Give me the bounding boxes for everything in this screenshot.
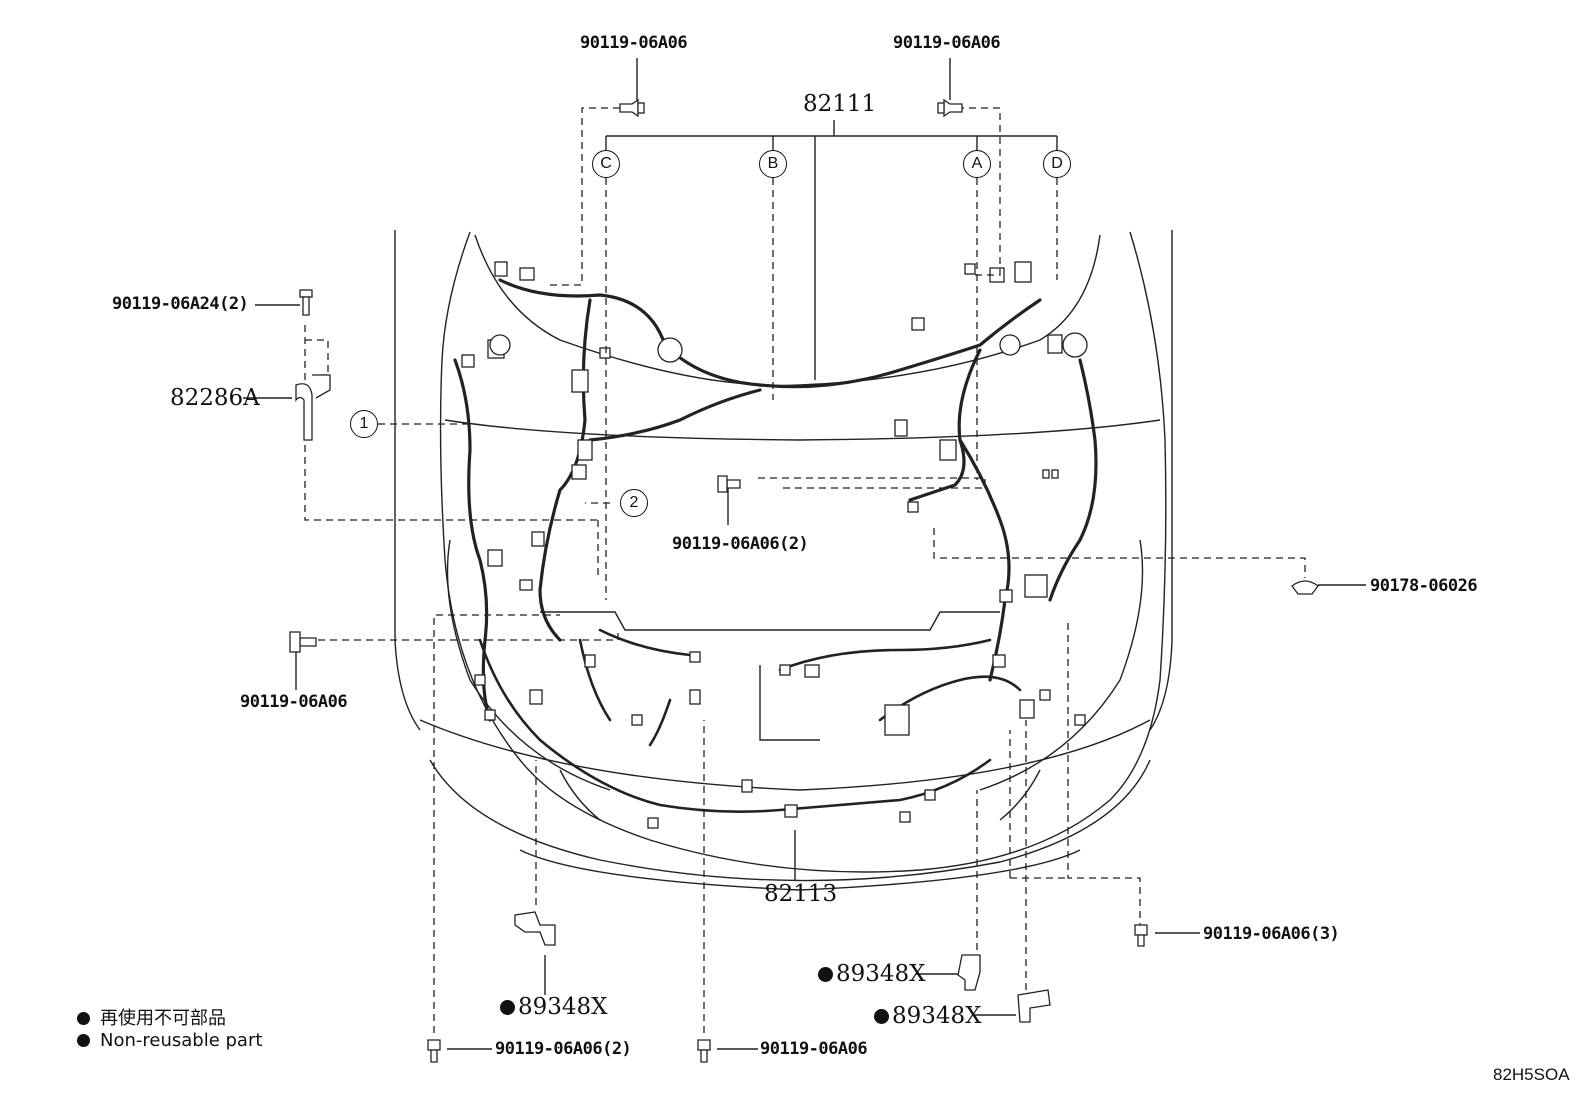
hood-inner [474,234,1101,387]
number-callout-1: 1 [350,410,378,438]
harness-right-outer [1048,358,1098,602]
harness-left-outer [453,358,492,722]
bolt-bottom-left-icon [427,1039,441,1063]
clamp-icon [295,374,331,441]
label-bracket-right-lower: 89348X [874,1003,982,1029]
intake-box [759,665,820,741]
bolt-left-upper-icon [299,289,313,316]
label-bolt-left-lower: 90119-06A06 [240,692,348,712]
diagram-code: 82H5SOA [1493,1065,1570,1084]
harness-right-down [957,348,1011,682]
number-callout-2: 2 [620,489,648,517]
grille-right [999,769,1041,821]
label-bracket-left: 89348X [500,994,608,1020]
hood-outer [439,231,1167,873]
label-bolt-top-right: 90119-06A06 [893,33,1001,53]
harness-front-branch-1 [578,638,612,722]
label-bolt-right-lower: 90119-06A06(3) [1203,924,1340,944]
fender-left-line [394,230,421,731]
bolt-bottom-center-icon [697,1039,711,1063]
harness-front [478,638,992,813]
bumper-upper [419,719,1151,791]
bracket-right-upper-icon [957,954,981,991]
bolt-top-right-icon [937,98,963,118]
label-main-harness: 82111 [803,91,877,117]
label-clamp-left: 82286A [170,385,260,411]
bracket-right-lower-icon [1017,989,1051,1023]
cowl-line [444,419,1161,441]
radiator-support [540,611,1000,631]
engine-bay-left [446,539,611,791]
label-bolt-center: 90119-06A06(2) [672,534,809,554]
harness-front-branch-2 [598,628,692,657]
branch-callout-a: A [963,150,991,178]
engine-bay-right [979,539,1144,791]
label-clip-right: 90178-06026 [1370,576,1478,596]
label-bottom-harness: 82113 [764,881,838,907]
label-bolt-top-left: 90119-06A06 [580,33,688,53]
label-bracket-right-upper: 89348X [818,961,926,987]
branch-callout-c: C [592,150,620,178]
bolt-top-left-icon [619,98,645,118]
bolt-left-lower-icon [289,631,317,653]
harness-front-branch-3 [778,638,992,672]
clip-right-icon [1291,580,1319,595]
harness-right-branch [908,438,966,502]
branch-callout-d: D [1043,150,1071,178]
bolt-center-icon [717,475,741,493]
label-bolt-bottom-left: 90119-06A06(2) [495,1039,632,1059]
fender-right-line [1149,230,1173,731]
grille-left [559,769,601,821]
bracket-left-icon [514,911,556,946]
branch-callout-b: B [759,150,787,178]
legend-jp: 再使用不可部品 [77,1004,226,1030]
bumper-lower [429,759,1151,882]
legend-en: Non-reusable part [77,1030,262,1051]
harness-front-branch-5 [648,698,672,747]
harness-center-branch [588,388,762,442]
label-bolt-left-upper: 90119-06A24(2) [112,294,249,314]
label-bolt-bottom-center: 90119-06A06 [760,1039,868,1059]
bolt-right-lower-icon [1134,924,1148,947]
